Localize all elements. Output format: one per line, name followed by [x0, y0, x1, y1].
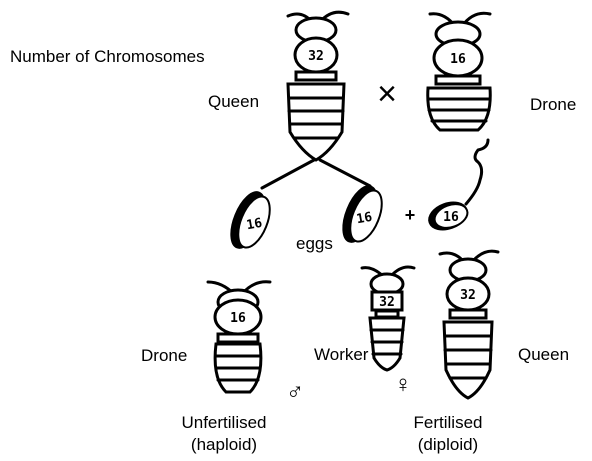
sperm-chromosome-count: 16	[443, 210, 459, 225]
offspring-worker-bee	[362, 267, 414, 370]
branch-line-right	[320, 160, 370, 186]
unfertilised-caption-line1: Unfertilised	[181, 413, 266, 432]
offspring-worker-chromosome-count: 32	[379, 295, 395, 310]
female-symbol: ♀	[394, 371, 412, 398]
unfertilised-egg-chromosome-count: 16	[245, 216, 263, 234]
offspring-drone-chromosome-count: 16	[230, 311, 246, 326]
eggs-label: eggs	[296, 234, 333, 253]
offspring-drone-bee	[208, 282, 270, 392]
male-symbol: ♂	[286, 378, 304, 405]
parent-queen-chromosome-count: 32	[308, 49, 324, 64]
parent-queen-bee	[288, 12, 348, 160]
offspring-worker-label: Worker	[314, 345, 369, 364]
cross-symbol: ×	[377, 75, 397, 113]
offspring-queen-bee	[440, 251, 498, 398]
offspring-queen-label: Queen	[518, 345, 569, 364]
offspring-queen-chromosome-count: 32	[460, 288, 476, 303]
parent-drone-label: Drone	[530, 95, 576, 114]
parent-drone-bee	[428, 13, 491, 130]
plus-symbol: +	[405, 205, 416, 225]
parent-drone-chromosome-count: 16	[450, 52, 466, 67]
fertilised-egg-chromosome-count: 16	[355, 210, 373, 228]
offspring-drone-label: Drone	[141, 346, 187, 365]
chromosome-header-label: Number of Chromosomes	[10, 47, 205, 66]
branch-line-left	[262, 160, 314, 188]
parent-queen-label: Queen	[208, 92, 259, 111]
unfertilised-caption-line2: (haploid)	[191, 435, 257, 454]
fertilised-caption-line1: Fertilised	[414, 413, 483, 432]
fertilised-caption-line2: (diploid)	[418, 435, 478, 454]
